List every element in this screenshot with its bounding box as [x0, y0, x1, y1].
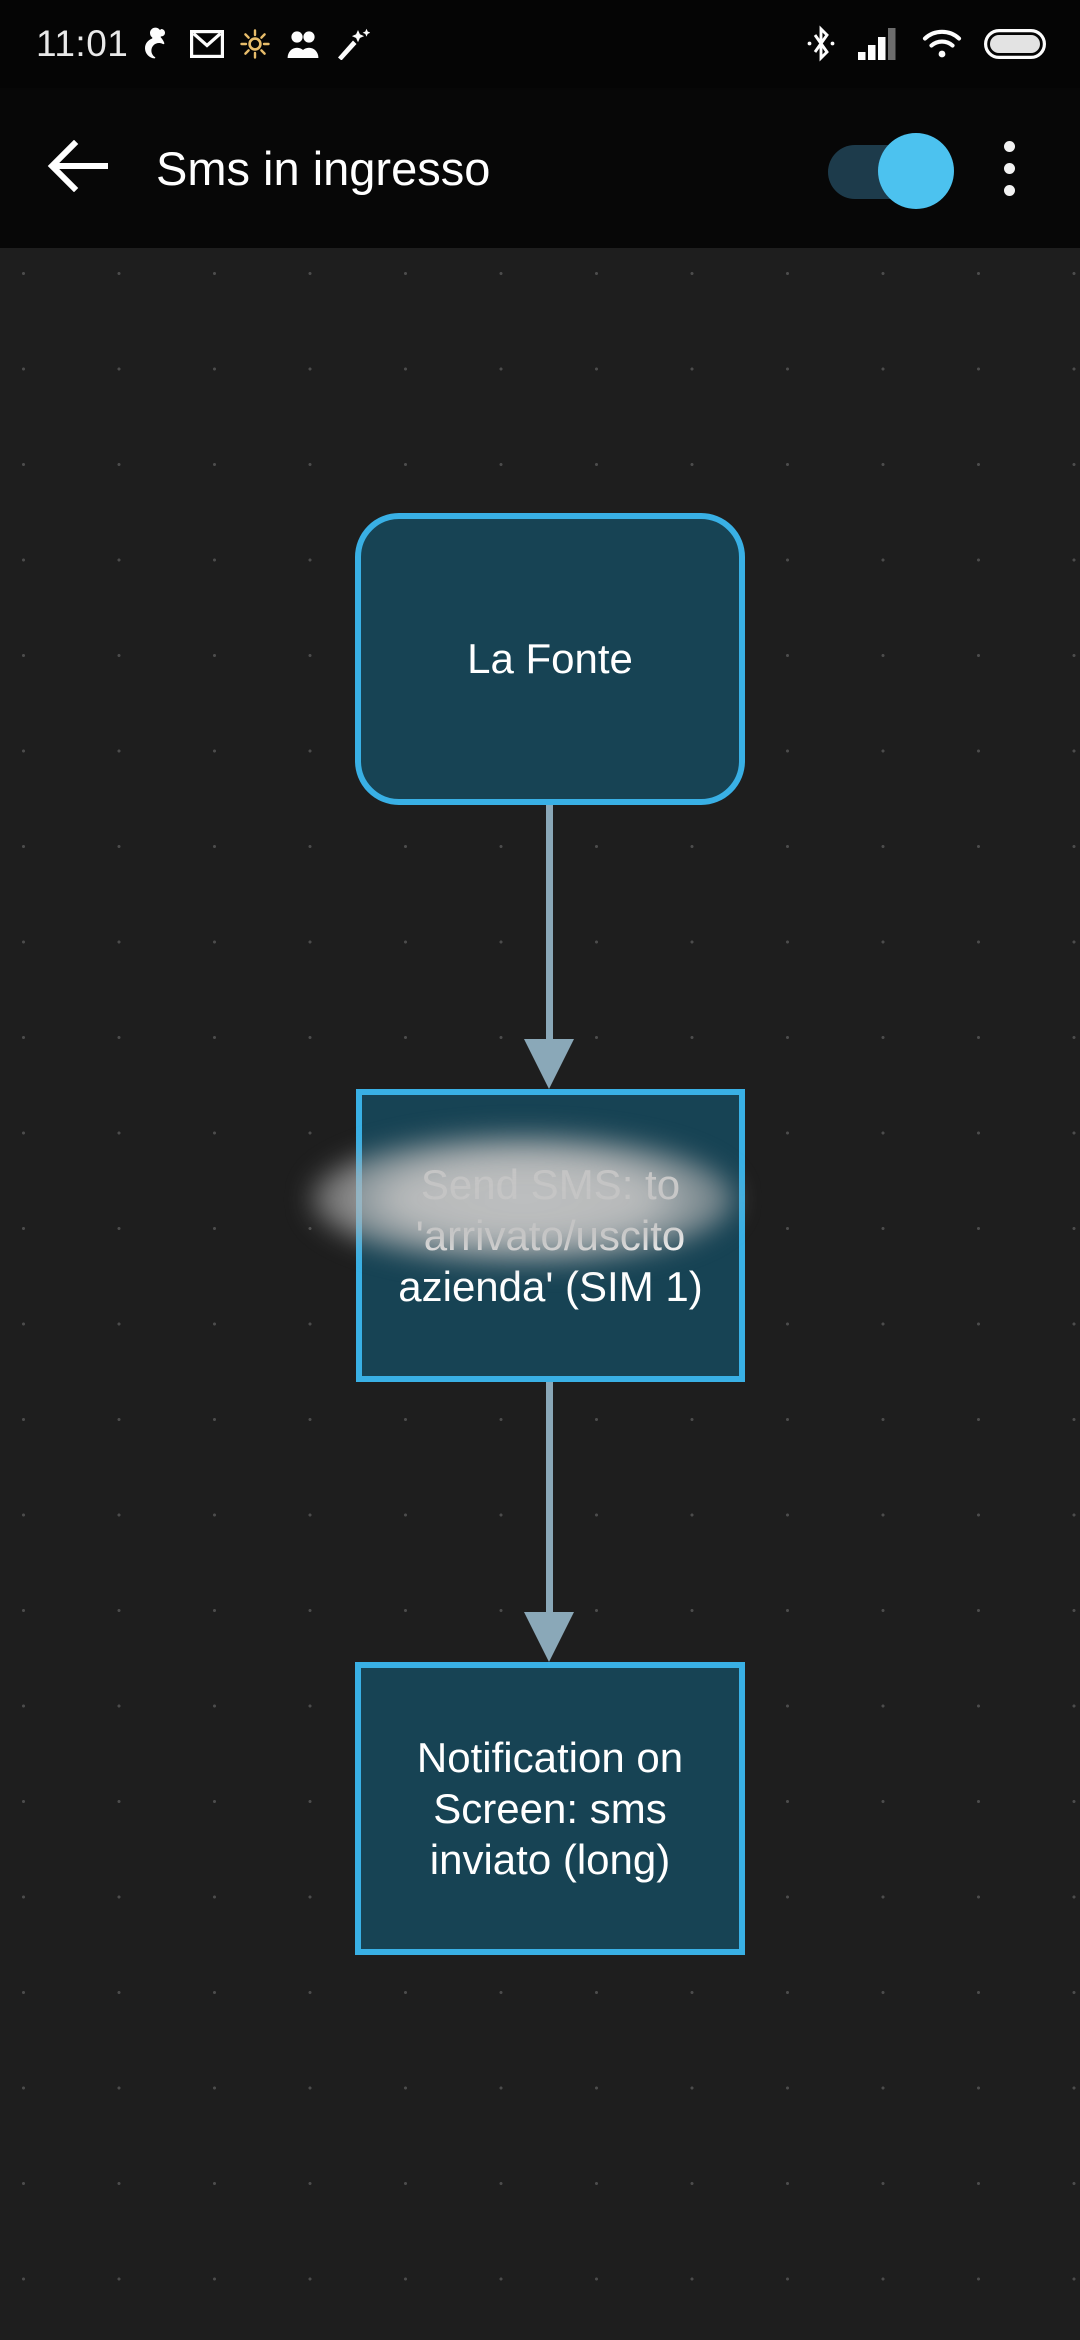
- enable-toggle-switch[interactable]: [822, 131, 954, 209]
- flow-node-label: Notification on Screen: sms inviato (lon…: [416, 1733, 684, 1884]
- app-bar: Sms in ingresso: [0, 88, 1080, 248]
- overflow-dot-1: [1003, 140, 1015, 152]
- status-bar-left: 11:01: [36, 23, 371, 65]
- back-button[interactable]: [18, 108, 138, 228]
- signal-icon: [858, 28, 900, 60]
- status-bar: 11:01: [0, 0, 1080, 88]
- app-notification-icon: [144, 27, 174, 61]
- wifi-icon: [922, 29, 962, 59]
- overflow-dot-3: [1003, 184, 1015, 196]
- flow-node-label: La Fonte: [467, 635, 633, 683]
- status-clock: 11:01: [36, 23, 129, 64]
- flow-node-notification[interactable]: Notification on Screen: sms inviato (lon…: [355, 1662, 745, 1955]
- connector-arrowhead-icon: [524, 1039, 574, 1089]
- flow-node-send-sms[interactable]: Send SMS: to 'arrivato/uscito azienda' (…: [356, 1089, 745, 1382]
- battery-icon: [984, 29, 1046, 59]
- overflow-menu-button[interactable]: [954, 108, 1064, 228]
- connector-line: [546, 805, 553, 1041]
- flow-node-source[interactable]: La Fonte: [355, 513, 745, 805]
- gmail-icon: [190, 30, 225, 58]
- overflow-dot-2: [1003, 162, 1015, 174]
- connector-line: [546, 1382, 553, 1614]
- page-title: Sms in ingresso: [156, 141, 491, 195]
- contacts-icon: [286, 29, 320, 59]
- magic-wand-icon: [336, 28, 371, 60]
- bluetooth-icon: [806, 24, 836, 64]
- brightness-icon: [240, 29, 271, 59]
- connector-arrowhead-icon: [524, 1612, 574, 1662]
- back-arrow-icon: [46, 139, 110, 197]
- status-bar-right: [806, 24, 1046, 64]
- toggle-thumb: [878, 133, 954, 209]
- flow-canvas[interactable]: La Fonte Send SMS: to 'arrivato/uscito a…: [0, 248, 1080, 2340]
- flow-node-label: Send SMS: to 'arrivato/uscito azienda' (…: [398, 1160, 703, 1311]
